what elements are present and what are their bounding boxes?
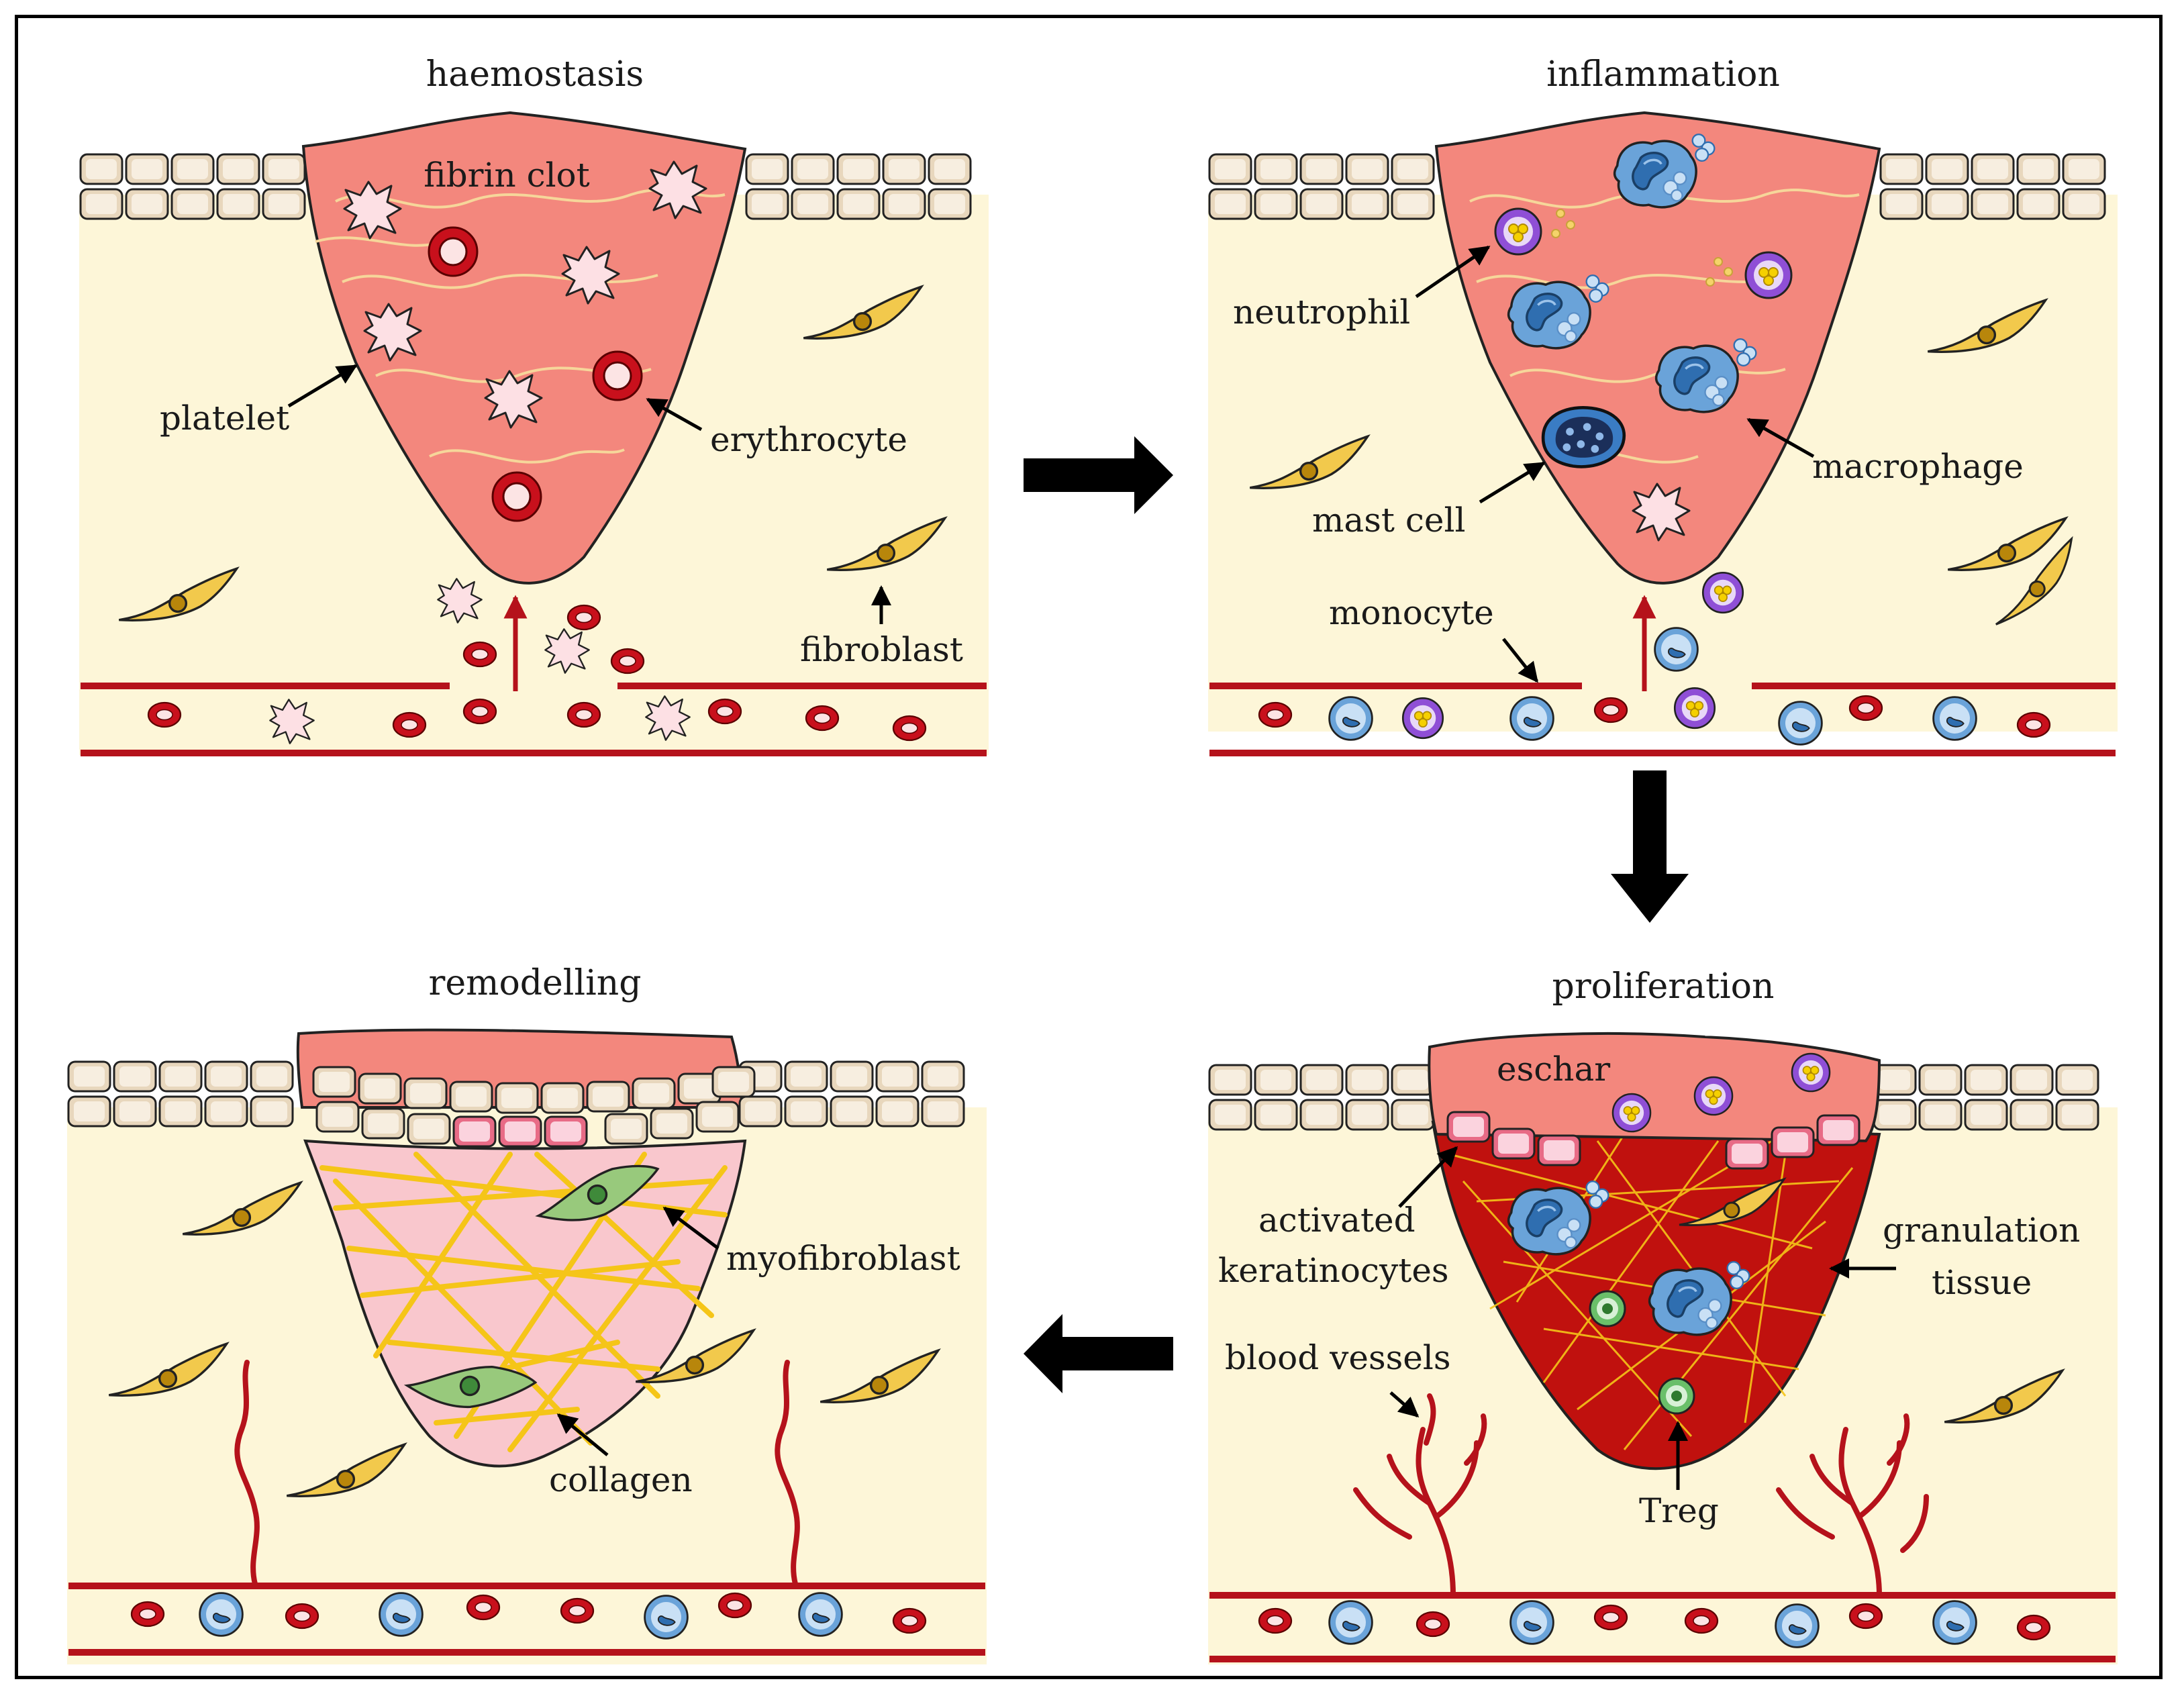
- label-blood-vessels: blood vessels: [1225, 1338, 1451, 1377]
- title-haemostasis: haemostasis: [426, 54, 644, 95]
- arrow-proliferation-to-remodelling: [1024, 1314, 1173, 1393]
- figure-frame: [15, 15, 2163, 1679]
- eschar: [1428, 1032, 1881, 1143]
- epidermis-left: [79, 153, 306, 220]
- epidermis-right: [1879, 153, 2106, 220]
- label-mast-cell: mast cell: [1312, 501, 1465, 540]
- blood-vessels: [234, 1360, 800, 1587]
- mast-cell: [1543, 407, 1624, 466]
- epidermis-right: [745, 153, 972, 220]
- label-eschar: eschar: [1497, 1050, 1610, 1089]
- fibrin-clot: [301, 111, 747, 585]
- label-platelet: platelet: [160, 399, 289, 438]
- title-inflammation: inflammation: [1546, 54, 1780, 95]
- erythrocyte: [428, 226, 479, 277]
- label-fibrin-clot: fibrin clot: [424, 156, 590, 195]
- arrow-haemostasis-to-inflammation: [1024, 436, 1173, 514]
- wound-clot: [1434, 111, 1881, 585]
- label-treg: Treg: [1639, 1491, 1719, 1530]
- panel-haemostasis: haemostasis fibrin clot platelet erythro…: [79, 54, 989, 756]
- label-keratinocytes: keratinocytes: [1218, 1251, 1449, 1290]
- panel-remodelling: remodelling myofibroblast collagen: [67, 963, 987, 1664]
- label-monocyte: monocyte: [1329, 593, 1494, 632]
- collagen-fibres: [319, 1152, 728, 1452]
- neutrophil: [1494, 207, 1542, 256]
- label-tissue: tissue: [1932, 1263, 2032, 1302]
- label-neutrophil: neutrophil: [1233, 293, 1410, 332]
- arrow-inflammation-to-proliferation: [1611, 770, 1689, 923]
- activated-keratinocyte: [1446, 1111, 1491, 1143]
- epidermis-right: [1873, 1064, 2099, 1131]
- label-macrophage: macrophage: [1812, 447, 2024, 486]
- epidermis-left: [1208, 153, 1435, 220]
- title-remodelling: remodelling: [429, 963, 642, 1003]
- label-myofibroblast: myofibroblast: [726, 1239, 960, 1278]
- title-proliferation: proliferation: [1552, 966, 1775, 1007]
- blood-vessels: [1353, 1393, 1929, 1598]
- treg: [1658, 1377, 1695, 1415]
- label-fibroblast: fibroblast: [800, 630, 963, 669]
- label-granulation: granulation: [1883, 1211, 2080, 1250]
- label-erythrocyte: erythrocyte: [710, 420, 907, 459]
- monocyte: [1654, 627, 1699, 672]
- label-collagen: collagen: [549, 1460, 693, 1499]
- label-activated: activated: [1258, 1201, 1416, 1240]
- panel-proliferation: proliferation eschar activated keratinoc…: [1208, 538, 2118, 1664]
- epidermis-left: [1208, 1064, 1435, 1131]
- panel-inflammation: inflammation neutrophil macrophage mast …: [1208, 54, 2118, 756]
